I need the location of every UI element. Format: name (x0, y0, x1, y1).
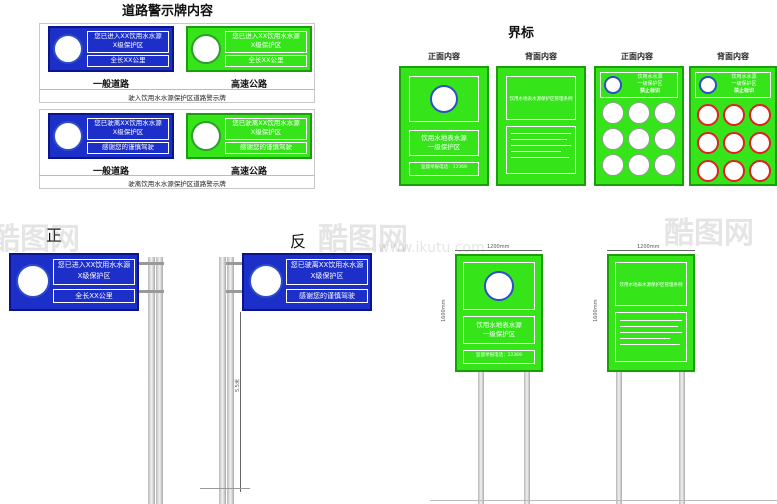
prohibition-icon (749, 160, 771, 182)
ban-icon (628, 154, 650, 176)
prohibition-icon (749, 104, 771, 126)
water-logo-icon (16, 264, 50, 298)
front-pole-sign: 您已进入XX饮用水水源 X级保护区 全长XX公里 (9, 253, 139, 311)
sign-line3: 全长XX公里 (110, 56, 146, 64)
ban-icon (654, 154, 676, 176)
water-logo-icon (191, 121, 221, 151)
header-back-1: 背面内容 (525, 52, 557, 61)
ban-icon (654, 128, 676, 150)
watermark-brand: 酷图网 (318, 222, 408, 257)
prohibition-icon (697, 132, 719, 154)
prohibition-icon (749, 132, 771, 154)
sign-pole (227, 257, 234, 504)
boundary-back-panel: 饮用水地表水源保护区管理条例 (496, 66, 586, 186)
board-pole (679, 372, 685, 504)
watermark-brand: 酷图网 (664, 216, 754, 251)
header-back-2: 背面内容 (717, 52, 749, 61)
water-logo-icon (430, 85, 458, 113)
highway-label: 高速公路 (230, 167, 267, 177)
water-logo-icon (53, 34, 83, 64)
prohibition-icon (723, 132, 745, 154)
height-label: 1600mm (441, 299, 447, 322)
road-entry-blue-sign: 您已进入XX饮用水水源 X级保护区 全长XX公里 (48, 26, 174, 72)
sign-pole (156, 257, 163, 504)
road-exit-caption: 驶离饮用水水源保护区道路警示牌 (128, 180, 226, 188)
water-logo-icon (604, 76, 622, 94)
ban-icon (654, 102, 676, 124)
road-exit-blue-sign: 您已驶离XX饮用水水源 X级保护区 感谢您的谨慎驾驶 (48, 113, 174, 159)
highway-label: 高速公路 (230, 80, 267, 90)
warning-front-panel: 饮用水水源 一级保护区 禁止标识 (594, 66, 684, 186)
back-pole-sign: 您已驶离XX饮用水水源 X级保护区 感谢您的谨慎驾驶 (242, 253, 372, 311)
boundary-front-panel: 饮用水地表水源 一级保护区 监督举报电话：12369 (399, 66, 489, 186)
prohibition-icon (723, 160, 745, 182)
road-exit-green-sign: 您已驶离XX饮用水水源 X级保护区 感谢您的谨慎驾驶 (186, 113, 312, 159)
water-logo-icon (249, 264, 283, 298)
water-logo-icon (53, 121, 83, 151)
big-board-back: 饮用水地表水源保护区管理条例 (607, 254, 695, 372)
boundary-title: 界标 (508, 26, 535, 41)
water-logo-icon (484, 271, 514, 301)
road-sign-title: 道路警示牌内容 (122, 4, 214, 19)
board-pole (478, 372, 484, 504)
big-board-front: 饮用水地表水源 一级保护区 监督举报电话：12369 (455, 254, 543, 372)
board-pole (524, 372, 530, 504)
height-dimension-line (240, 312, 241, 492)
warning-back-panel: 饮用水水源 一级保护区 禁止标识 (689, 66, 777, 186)
ban-icon (628, 102, 650, 124)
header-front-2: 正面内容 (621, 52, 653, 61)
prohibition-icon (723, 104, 745, 126)
normal-road-label: 一般道路 (92, 167, 129, 177)
width-label: 1200mm (487, 244, 510, 250)
sign-pole (148, 257, 155, 504)
sign-line1: 您已进入XX饮用水水源 (94, 32, 162, 40)
width-label: 1200mm (637, 244, 660, 250)
water-logo-icon (191, 34, 221, 64)
board-pole (616, 372, 622, 504)
ban-icon (628, 128, 650, 150)
sign-line2: X级保护区 (112, 41, 144, 49)
normal-road-label: 一般道路 (92, 80, 129, 90)
water-logo-icon (699, 76, 717, 94)
watermark-brand: 酷图网 (0, 222, 80, 257)
front-label: 正 (46, 226, 63, 245)
road-entry-green-sign: 您已进入XX饮用水水源 X级保护区 全长XX公里 (186, 26, 312, 72)
height-label: 1600mm (593, 299, 599, 322)
pole-height-label: 5.5米 (235, 379, 241, 392)
sign-pole (219, 257, 226, 504)
ban-icon (602, 102, 624, 124)
watermark-url: www.ikutu.com (378, 240, 485, 256)
ban-icon (602, 128, 624, 150)
road-entry-caption: 驶入饮用水水源保护区道路警示牌 (128, 94, 226, 102)
prohibition-icon (697, 160, 719, 182)
prohibition-icon (697, 104, 719, 126)
back-label: 反 (290, 232, 307, 251)
header-front-1: 正面内容 (428, 52, 460, 61)
ban-icon (602, 154, 624, 176)
